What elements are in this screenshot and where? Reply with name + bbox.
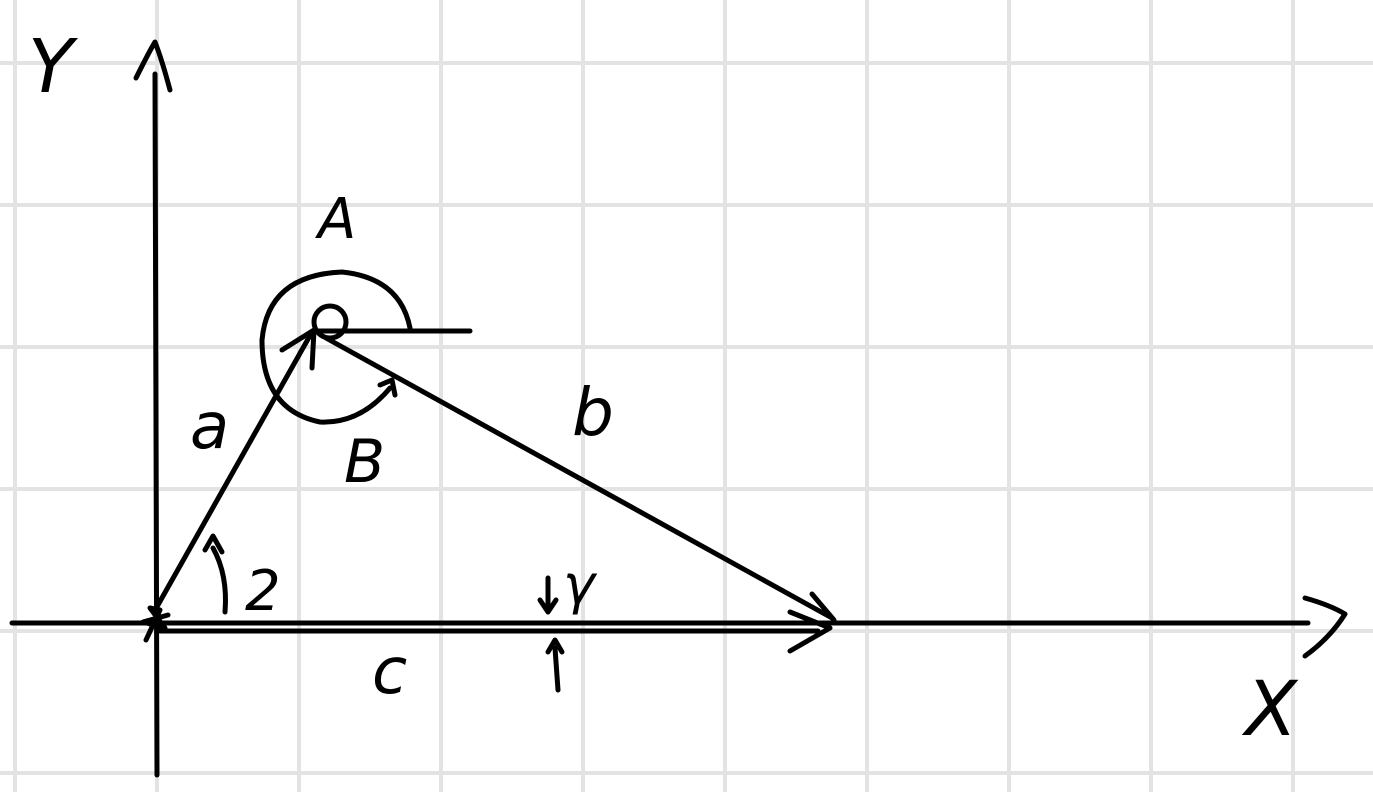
angle-beta-arc bbox=[259, 269, 413, 425]
side-b-label: b bbox=[572, 374, 614, 451]
angle-beta-label: B bbox=[344, 427, 385, 497]
origin-point bbox=[140, 605, 171, 643]
side-b-arrowhead bbox=[809, 591, 837, 623]
side-c-label: c bbox=[372, 635, 407, 709]
side-a-label: a bbox=[190, 390, 229, 464]
angle-alpha-arrowhead bbox=[202, 533, 225, 555]
angle-gamma-label: γ bbox=[563, 553, 598, 616]
point-a-marker bbox=[311, 303, 349, 341]
y-axis-label: Y bbox=[28, 24, 79, 110]
angle-gamma-up-arrow bbox=[545, 637, 565, 693]
angle-alpha-arc bbox=[210, 545, 228, 615]
side-a-vector bbox=[151, 329, 315, 615]
y-axis-line bbox=[152, 71, 160, 778]
point-a-label: A bbox=[315, 187, 356, 252]
angle-alpha-label: 2 bbox=[245, 559, 281, 624]
angle-gamma-down-arrow bbox=[537, 575, 559, 615]
side-c-arrowhead bbox=[787, 609, 833, 654]
x-axis-arrowhead bbox=[1302, 595, 1348, 659]
x-axis-label: X bbox=[1241, 664, 1299, 753]
angle-beta-arrowhead bbox=[377, 377, 398, 398]
y-axis-arrowhead bbox=[133, 39, 173, 93]
side-b-vector bbox=[323, 335, 835, 621]
